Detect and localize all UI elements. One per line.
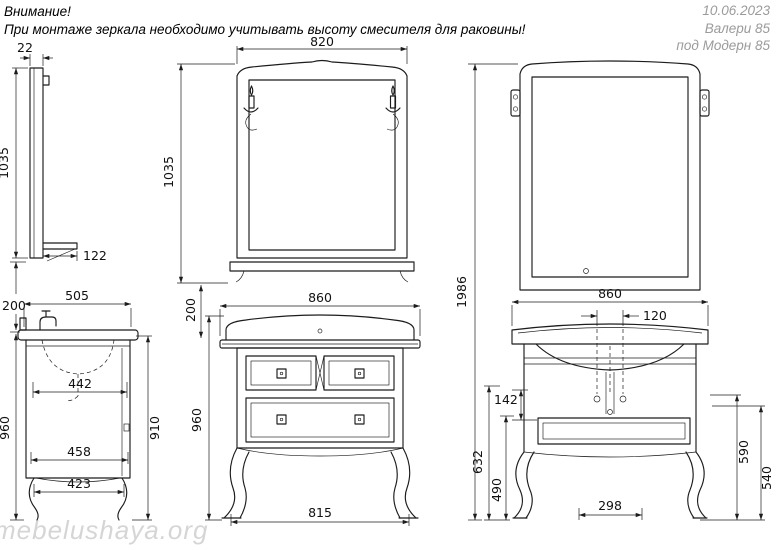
dim-modern-right-inner: 540	[759, 466, 774, 490]
drawer-top-right	[323, 355, 395, 391]
faucet-icon	[39, 310, 57, 331]
dim-mirror-height: 1035	[161, 156, 176, 188]
faucet-hole-right	[619, 395, 627, 403]
dim-front-leg-span: 815	[308, 505, 332, 520]
modern-countertop	[511, 323, 709, 345]
dim-modern-drawer-height: 142	[494, 392, 518, 407]
modern-mirror-glass	[531, 76, 689, 278]
dim-modern-left-outer: 632	[470, 450, 485, 474]
model-name: Валери 85	[704, 20, 770, 36]
backsplash	[225, 314, 415, 341]
sink-bowl-hidden	[41, 339, 115, 375]
countertop-side	[17, 329, 139, 341]
dim-side-inner-depth: 442	[68, 376, 92, 391]
faucet-hole	[317, 328, 323, 334]
door-handle	[123, 423, 130, 432]
vanity-modern-view: 860 120 142 632 490 590	[470, 286, 774, 521]
modern-mirror-frame	[519, 60, 701, 291]
sconce-left-icon	[243, 85, 259, 131]
dim-side-gap: 200	[2, 298, 26, 313]
dim-mirror-side-height: 1035	[0, 147, 11, 179]
side-legs	[28, 477, 128, 521]
dim-modern-leg-gap: 298	[598, 498, 622, 513]
dim-front-width: 860	[308, 290, 332, 305]
apron	[236, 447, 404, 457]
dim-mirror-shelf-depth: 122	[83, 248, 107, 263]
dim-front-height: 960	[189, 408, 204, 432]
vanity-side-view: 505 200 960 910 442 458	[0, 261, 162, 521]
drawer-handle	[354, 414, 365, 425]
dim-mirror-gap: 200	[183, 298, 198, 322]
sconce-right-icon	[385, 85, 401, 131]
bracket-left-icon	[510, 89, 521, 117]
mirror-hole	[583, 268, 589, 274]
mirror-frame	[236, 59, 408, 259]
dim-side-body-height: 910	[147, 416, 162, 440]
faucet-hole-left	[593, 395, 601, 403]
dim-side-base-width: 423	[67, 476, 91, 491]
dim-mirror-side-width: 22	[17, 40, 33, 55]
drawer-handle	[354, 368, 365, 379]
mirror-side-view: 22 1035 122	[0, 40, 107, 263]
modern-legs	[512, 451, 708, 519]
model-variant: под Модерн 85	[676, 38, 770, 54]
mirror-shelf	[229, 261, 415, 283]
warning-note: Внимание! При монтаже зеркала необходимо…	[4, 3, 525, 38]
vanity-front-view: 860 960 815	[189, 290, 421, 526]
dim-total-height: 1986	[454, 276, 469, 308]
modern-drawer	[537, 417, 691, 445]
dim-side-height: 960	[0, 416, 12, 440]
dim-modern-width: 860	[598, 286, 622, 301]
dim-modern-right-outer: 590	[736, 440, 751, 464]
backsplash-side	[19, 317, 27, 331]
drawing-date: 10.06.2023	[702, 3, 770, 18]
drain-pipe	[605, 372, 615, 415]
dim-mirror-width: 820	[310, 34, 334, 49]
dim-modern-left-inner: 490	[489, 478, 504, 502]
mirror-modern-view: 1986	[454, 60, 710, 521]
dim-modern-hole-spacing: 120	[643, 308, 667, 323]
bracket-right-icon	[699, 89, 710, 117]
drawer-handle	[276, 414, 287, 425]
warning-title: Внимание!	[4, 4, 71, 19]
modern-apron	[523, 451, 697, 458]
drawer-handle	[276, 368, 287, 379]
mirror-front-view: 820 1035 200	[161, 34, 415, 338]
cabinet-side-body	[25, 339, 131, 479]
mirror-side-panel	[29, 67, 44, 259]
dim-side-depth: 505	[65, 288, 89, 303]
mirror-hanger	[42, 75, 50, 86]
title-block: 10.06.2023 Валери 85 под Модерн 85	[676, 2, 770, 55]
drawer-bottom	[245, 397, 395, 443]
watermark: mebelushaya.org	[0, 515, 209, 545]
drawer-top-left	[245, 355, 317, 391]
cabinet-body	[236, 347, 404, 449]
dim-side-mid-width: 458	[67, 444, 91, 459]
mirror-glass	[248, 79, 396, 251]
front-legs	[221, 447, 419, 519]
mirror-shelf-side	[42, 242, 78, 250]
warning-text: При монтаже зеркала необходимо учитывать…	[4, 21, 526, 37]
